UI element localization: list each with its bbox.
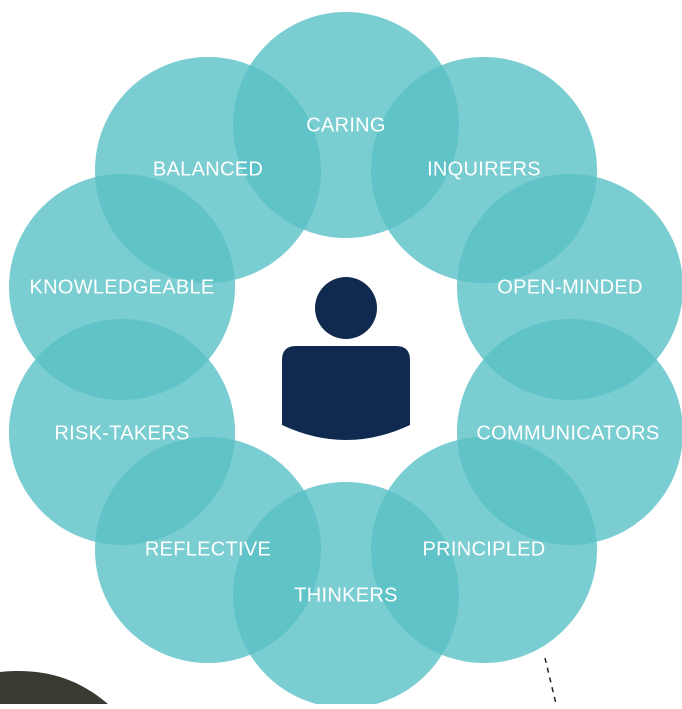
dashed-line-decoration	[544, 657, 557, 705]
petal-label-communicators: COMMUNICATORS	[476, 422, 659, 444]
labels-group: CARING INQUIRERS OPEN-MINDED COMMUNICATORS P…	[29, 114, 659, 606]
petal-label-inquirers: INQUIRERS	[427, 158, 541, 180]
petal-label-balanced: BALANCED	[153, 158, 263, 180]
petal-circle-balanced	[95, 57, 321, 283]
petal-label-knowledgeable: KNOWLEDGEABLE	[29, 276, 214, 298]
petal-label-reflective: REFLECTIVE	[145, 538, 271, 560]
person-icon	[282, 277, 410, 440]
petal-label-open-minded: OPEN-MINDED	[497, 276, 643, 298]
corner-decoration	[0, 671, 108, 704]
petal-label-caring: CARING	[306, 114, 386, 136]
petals-group	[9, 12, 682, 708]
petal-label-risk-takers: RISK-TAKERS	[54, 422, 189, 444]
petal-label-principled: PRINCIPLED	[422, 538, 545, 560]
petal-label-thinkers: THINKERS	[294, 584, 398, 606]
